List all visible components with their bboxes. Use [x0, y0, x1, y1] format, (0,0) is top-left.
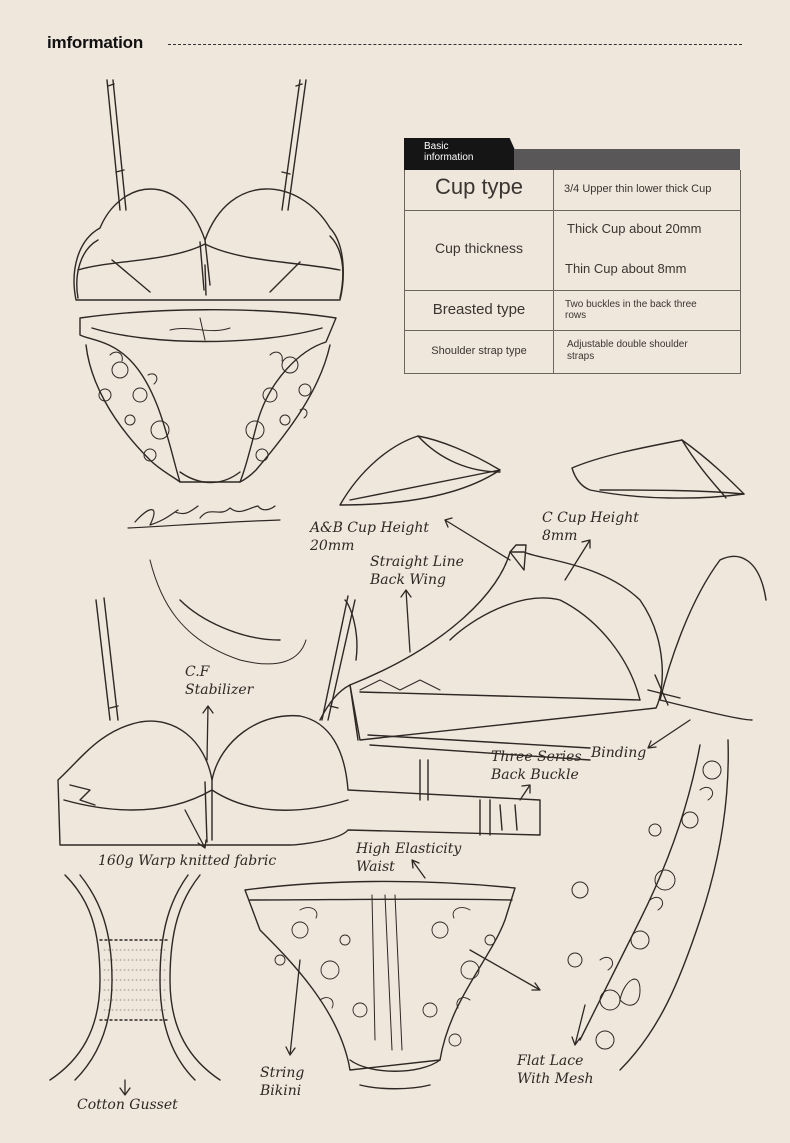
breasted-type-label: Breasted type [432, 301, 526, 318]
waist-line2: Waist [356, 859, 395, 875]
spec-tab: Basic information [404, 138, 524, 170]
waist-line1: High Elasticity [356, 841, 462, 857]
spec-table: Basic information Cup type 3/4 Upper thi… [404, 138, 741, 374]
binding-label: Binding [591, 745, 647, 761]
cup-type-label: Cup type [434, 174, 524, 199]
cup-type-value: 3/4 Upper thin lower thick Cup [564, 183, 712, 195]
ab-cup-size: 20mm [310, 538, 355, 554]
stabilizer-label: C.F Stabilizer [185, 663, 253, 699]
spec-grid: Cup type 3/4 Upper thin lower thick Cup … [404, 170, 741, 374]
back-wing-line1: Straight Line [370, 554, 464, 570]
buckle-line2: Back Buckle [491, 767, 579, 783]
spec-tab-bar [514, 149, 740, 170]
ab-cup-label: A&B Cup Height 20mm [310, 519, 429, 555]
stabilizer-line1: C.F [185, 664, 210, 680]
bikini-line2: Bikini [260, 1083, 302, 1099]
annotation-arrows [119, 517, 691, 1096]
gusset-sketch [49, 874, 221, 1081]
breasted-type-value: Two buckles in the back three rows [565, 299, 697, 321]
c-cup-size: 8mm [542, 528, 578, 544]
bikini-label: String Bikini [260, 1064, 304, 1100]
lace-label: Flat Lace With Mesh [517, 1052, 594, 1088]
c-cup-label: C Cup Height 8mm [542, 509, 639, 545]
page-title: imformation [47, 33, 144, 52]
spec-row-divider [405, 290, 740, 291]
spec-tab-label: Basic information [424, 141, 474, 163]
lace-line1: Flat Lace [517, 1053, 584, 1069]
buckle-line1: Three Series [491, 749, 582, 765]
shoulder-strap-value: Adjustable double shoulder straps [567, 339, 688, 362]
panty-sketch-top [79, 309, 337, 484]
ab-cup-text: A&B Cup Height [310, 520, 430, 536]
thin-cup-value: Thin Cup about 8mm [565, 261, 687, 276]
spec-row-divider [405, 330, 740, 331]
waist-label: High Elasticity Waist [356, 840, 461, 876]
panty-sketch-bottom [244, 880, 516, 1090]
bikini-line1: String [260, 1065, 305, 1081]
stabilizer-line2: Stabilizer [185, 682, 254, 698]
lace-sketch [567, 739, 729, 1071]
signature-mark [127, 505, 281, 529]
header-divider [168, 44, 742, 45]
shoulder-strap-label: Shoulder strap type [431, 345, 527, 357]
cup-thickness-label: Cup thickness [435, 240, 523, 256]
c-cup-text: C Cup Height [542, 510, 639, 526]
lace-line2: With Mesh [517, 1071, 594, 1087]
spec-column-divider [553, 170, 554, 373]
spec-row-divider [405, 210, 740, 211]
bra-sketch-middle [57, 559, 541, 846]
gusset-label: Cotton Gusset [77, 1097, 178, 1113]
back-wing-label: Straight Line Back Wing [370, 553, 464, 589]
buckle-label: Three Series Back Buckle [491, 748, 582, 784]
bra-sketch-top [73, 79, 344, 301]
back-wing-line2: Back Wing [370, 572, 447, 588]
thick-cup-value: Thick Cup about 20mm [567, 221, 702, 236]
fabric-label: 160g Warp knitted fabric [98, 853, 277, 869]
cup-pads-sketch [339, 435, 745, 506]
